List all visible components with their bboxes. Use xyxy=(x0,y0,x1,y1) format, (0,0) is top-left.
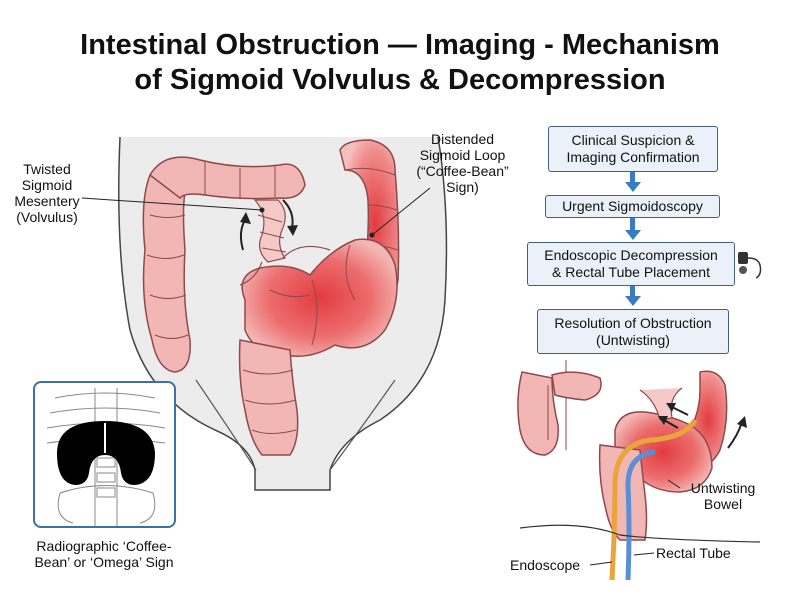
flow-arrow-3 xyxy=(630,286,635,296)
flow-arrow-head-1 xyxy=(625,182,641,192)
label-endoscope: Endoscope xyxy=(510,557,581,573)
rectal-tube xyxy=(625,449,656,581)
decomp-ascending-colon xyxy=(517,371,559,456)
label-radiographic-sign: Radiographic ‘Coffee- Bean’ or ‘Omega’ S… xyxy=(34,538,174,570)
flow-arrow-head-3 xyxy=(625,296,641,306)
decomp-rectum xyxy=(598,444,648,541)
decompression-illustration xyxy=(517,360,761,581)
flow-arrow-1 xyxy=(630,172,635,182)
flow-arrow-head-2 xyxy=(625,230,641,240)
flow-step-resolution: Resolution of Obstruction(Untwisting) xyxy=(537,309,729,354)
twisted-mesentery xyxy=(253,199,286,263)
distended-sigmoid-loop xyxy=(241,238,398,357)
flow-step-urgent-sigmoidoscopy: Urgent Sigmoidoscopy xyxy=(545,195,720,218)
rotation-arrow-icon xyxy=(239,199,298,251)
flow-step-clinical-suspicion: Clinical Suspicion &Imaging Confirmation xyxy=(548,126,718,172)
flow-step-endoscopic-decompression: Endoscopic Decompression& Rectal Tube Pl… xyxy=(527,242,735,286)
label-distended-sigmoid-loop: Distended Sigmoid Loop (“Coffee-Bean” Si… xyxy=(416,131,509,195)
xray-image xyxy=(46,388,166,526)
page-title: Intestinal Obstruction — Imaging - Mecha… xyxy=(0,28,800,98)
endoscope-tube xyxy=(609,418,698,581)
xray-inset xyxy=(33,381,176,528)
title-line-1: Intestinal Obstruction — Imaging - Mecha… xyxy=(80,29,720,61)
rectum xyxy=(238,339,299,456)
pelvis-line xyxy=(195,379,257,471)
endoscope-device-icon xyxy=(738,252,762,279)
flow-arrow-2 xyxy=(630,218,635,230)
pelvis-line-right xyxy=(329,379,396,471)
ascending-colon xyxy=(142,173,191,373)
title-line-2: of Sigmoid Volvulus & Decompression xyxy=(134,64,666,96)
decomp-transverse xyxy=(551,371,602,401)
label-untwisting-bowel: Untwisting Bowel xyxy=(690,480,756,512)
label-twisted-mesentery: Twisted Sigmoid Mesentery (Volvulus) xyxy=(14,161,80,225)
label-rectal-tube: Rectal Tube xyxy=(656,545,731,561)
